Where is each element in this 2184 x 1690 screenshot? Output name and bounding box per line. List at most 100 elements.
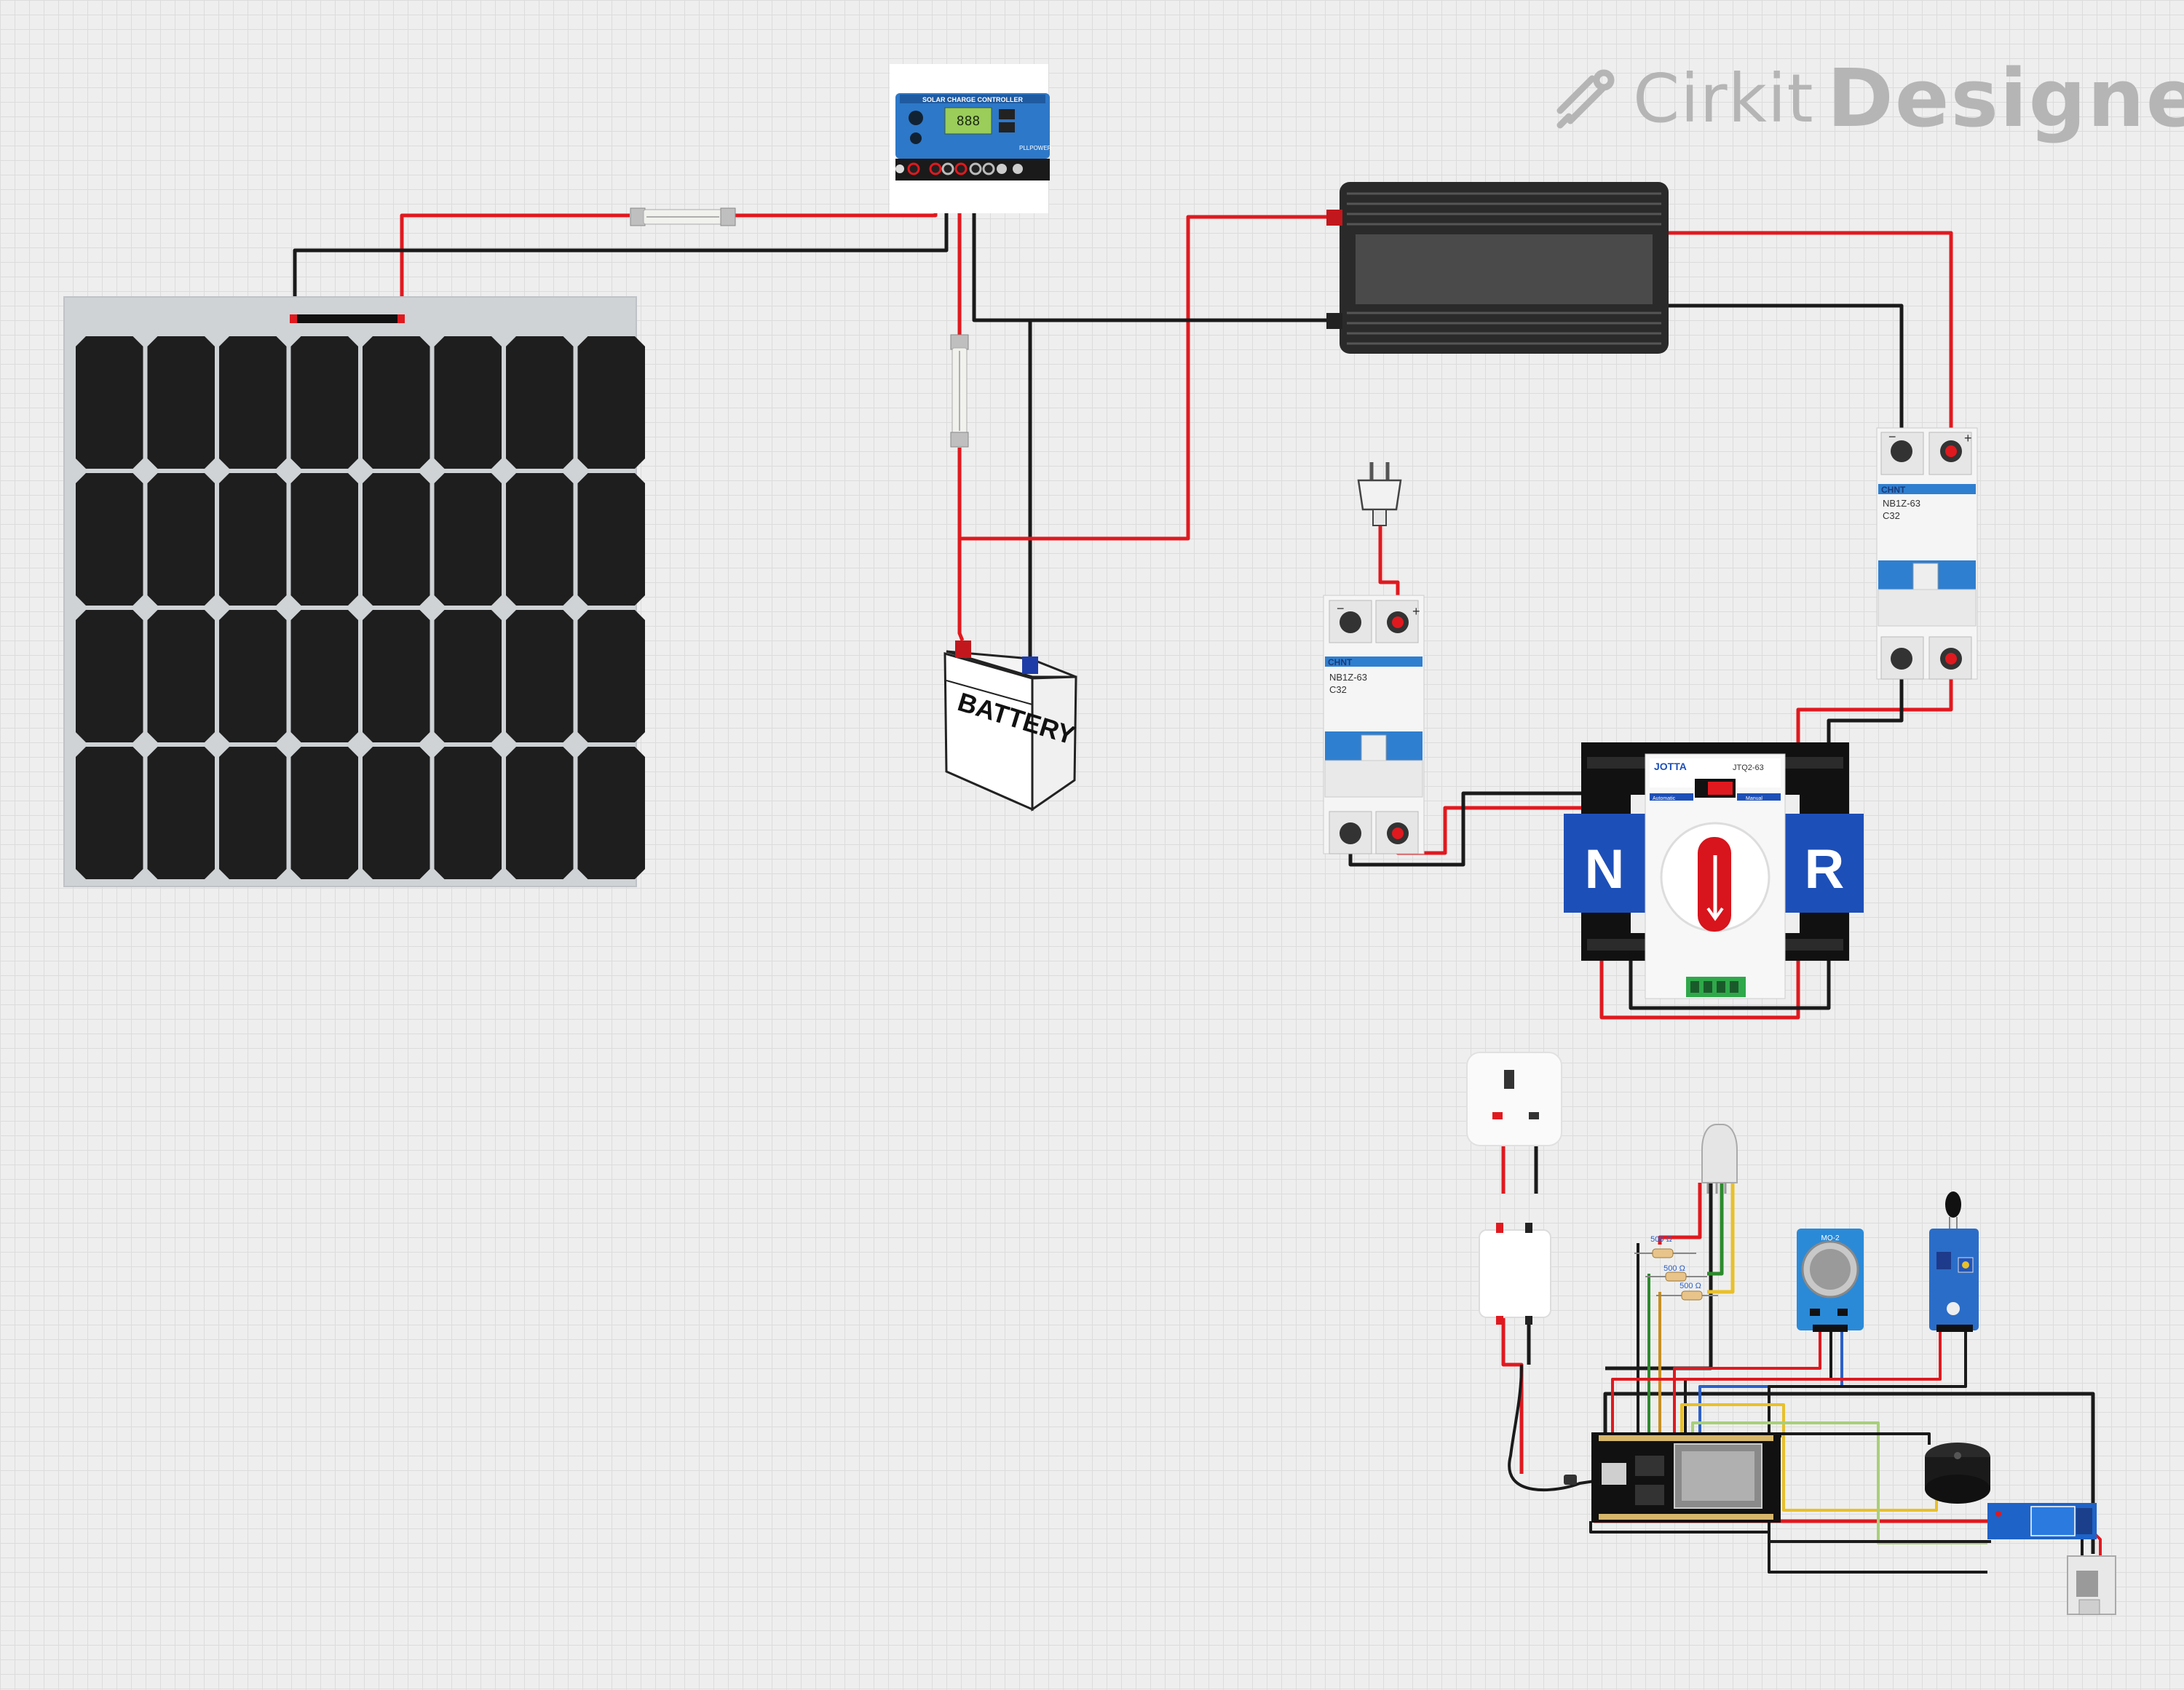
breaker-right-brand: CHNT <box>1881 485 1906 495</box>
resistor-3[interactable]: 500 Ω <box>1656 1282 1718 1301</box>
wire-ats-out-red[interactable] <box>1599 924 1800 1020</box>
automatic-transfer-switch[interactable]: N R JOTTA JTQ2-63 Automatic Manual <box>1564 742 1864 999</box>
cirkit-logo-icon <box>1556 69 1615 129</box>
resistor-2[interactable]: 500 Ω <box>1645 1264 1707 1282</box>
solar-cell <box>76 473 143 606</box>
resistor-1-label: 500 Ω <box>1650 1235 1672 1244</box>
wire-led-black[interactable] <box>1605 1183 1713 1370</box>
breaker-left-brand: CHNT <box>1328 657 1353 667</box>
mq2-gas-sensor[interactable]: MQ-2 <box>1797 1229 1864 1332</box>
solar-panel[interactable] <box>63 296 645 887</box>
solar-cell <box>506 336 574 469</box>
usb-connector <box>1564 1475 1577 1485</box>
resistor-1[interactable]: 500 Ω <box>1634 1235 1696 1258</box>
solar-cell <box>434 336 502 469</box>
wall-outlet[interactable] <box>1466 1052 1562 1146</box>
solenoid-lock[interactable] <box>2067 1555 2116 1615</box>
wire-led-green[interactable] <box>1707 1183 1724 1276</box>
solar-cell <box>363 747 430 879</box>
circuit-breaker-right[interactable]: − + CHNT NB1Z-63 C32 <box>1876 427 1978 680</box>
brand-suffix: Designer <box>1827 52 2184 145</box>
relay-module[interactable] <box>1987 1503 2097 1539</box>
wire-controller-battery-neg[interactable] <box>972 175 1032 659</box>
ats-mode-automatic: Automatic <box>1653 796 1676 801</box>
solar-cells <box>76 336 645 879</box>
wire-inverter-ac-l[interactable] <box>1667 231 1953 444</box>
wire-yellow-signal[interactable] <box>1680 1403 1938 1512</box>
wire-inverter-positive[interactable] <box>960 215 1332 541</box>
flame-sensor[interactable] <box>1929 1191 1979 1332</box>
power-inverter[interactable] <box>1326 182 1669 354</box>
solar-cell <box>506 473 574 606</box>
wire-esp-to-relay-black[interactable] <box>1589 1521 1991 1543</box>
wire-esp-gnd-black[interactable] <box>1603 1392 2095 1554</box>
rgb-led[interactable] <box>1701 1124 1738 1194</box>
solar-cell <box>147 473 215 606</box>
solar-cell <box>147 336 215 469</box>
breaker-left-model: NB1Z-63 <box>1329 672 1367 683</box>
breaker-right-rating: C32 <box>1883 510 1900 521</box>
solar-cell <box>506 747 574 879</box>
controller-terminals[interactable] <box>895 162 1023 175</box>
solar-cell <box>363 336 430 469</box>
solar-cell <box>434 747 502 879</box>
solar-cell <box>290 336 358 469</box>
wire-panel-positive[interactable] <box>400 213 630 320</box>
wire-fuse-to-battery-pos[interactable] <box>957 448 965 641</box>
solar-cell <box>219 747 287 879</box>
inverter-fins <box>1347 192 1661 345</box>
solar-cell <box>577 473 645 606</box>
mq2-label: MQ-2 <box>1821 1234 1840 1242</box>
ac-plug[interactable] <box>1357 462 1402 526</box>
circuit-breaker-left[interactable]: − + CHNT NB1Z-63 C32 <box>1323 595 1425 854</box>
wire-led-red[interactable] <box>1658 1183 1702 1245</box>
ats-label-n: N <box>1585 838 1625 900</box>
wire-adapter-red[interactable] <box>1501 1316 1524 1474</box>
solar-cell <box>434 610 502 742</box>
wires <box>293 175 2102 1574</box>
solar-cell <box>290 747 358 879</box>
wire-inverter-ac-n[interactable] <box>1667 304 1904 444</box>
breaker-right-model: NB1Z-63 <box>1883 498 1920 509</box>
wire-flame-red[interactable] <box>1611 1332 1942 1437</box>
buzzer[interactable] <box>1925 1443 1990 1504</box>
solar-cell <box>290 473 358 606</box>
ats-mode-manual: Manual <box>1746 796 1762 801</box>
solar-cell <box>577 747 645 879</box>
breaker-left-rating: C32 <box>1329 684 1347 695</box>
usb-cable[interactable] <box>1508 1364 1595 1491</box>
breaker-right-minus: − <box>1888 429 1896 444</box>
solar-cell <box>219 336 287 469</box>
inline-fuse-battery[interactable] <box>950 334 969 448</box>
wire-ats-out-black[interactable] <box>1629 924 1831 1010</box>
solar-cell <box>506 610 574 742</box>
solar-cell <box>363 473 430 606</box>
solar-cell <box>577 336 645 469</box>
inline-fuse-top[interactable] <box>630 207 736 226</box>
breaker-left-minus: − <box>1337 601 1345 616</box>
controller-display: 888 <box>957 114 981 129</box>
controller-footer: PLLPOWER <box>1019 145 1052 151</box>
usb-power-adapter[interactable] <box>1479 1223 1551 1325</box>
solar-cell <box>76 747 143 879</box>
wire-led-yellow[interactable] <box>1707 1183 1735 1294</box>
solar-cell <box>147 747 215 879</box>
battery[interactable]: BATTERY <box>943 640 1079 812</box>
wire-black-buzzer[interactable] <box>1779 1432 1931 1445</box>
wire-mq2-red[interactable] <box>1673 1332 1821 1437</box>
solar-cell <box>76 610 143 742</box>
wire-flame-black[interactable] <box>1768 1332 1987 1574</box>
resistor-2-label: 500 Ω <box>1663 1264 1685 1273</box>
brand-prefix: Cirkit <box>1633 59 1814 138</box>
solar-charge-controller[interactable]: SOLAR CHARGE CONTROLLER 888 PLLPOWER <box>890 64 1052 213</box>
resistor-3-label: 500 Ω <box>1679 1282 1701 1290</box>
breaker-left-plus: + <box>1412 604 1420 619</box>
solar-cell <box>76 336 143 469</box>
solar-cell <box>219 473 287 606</box>
controller-title: SOLAR CHARGE CONTROLLER <box>922 96 1023 103</box>
esp32-board[interactable] <box>1591 1432 1781 1523</box>
wire-breaker-ats-black[interactable] <box>1348 791 1602 867</box>
solar-cell <box>434 473 502 606</box>
solar-cell <box>290 610 358 742</box>
solar-cell <box>219 610 287 742</box>
